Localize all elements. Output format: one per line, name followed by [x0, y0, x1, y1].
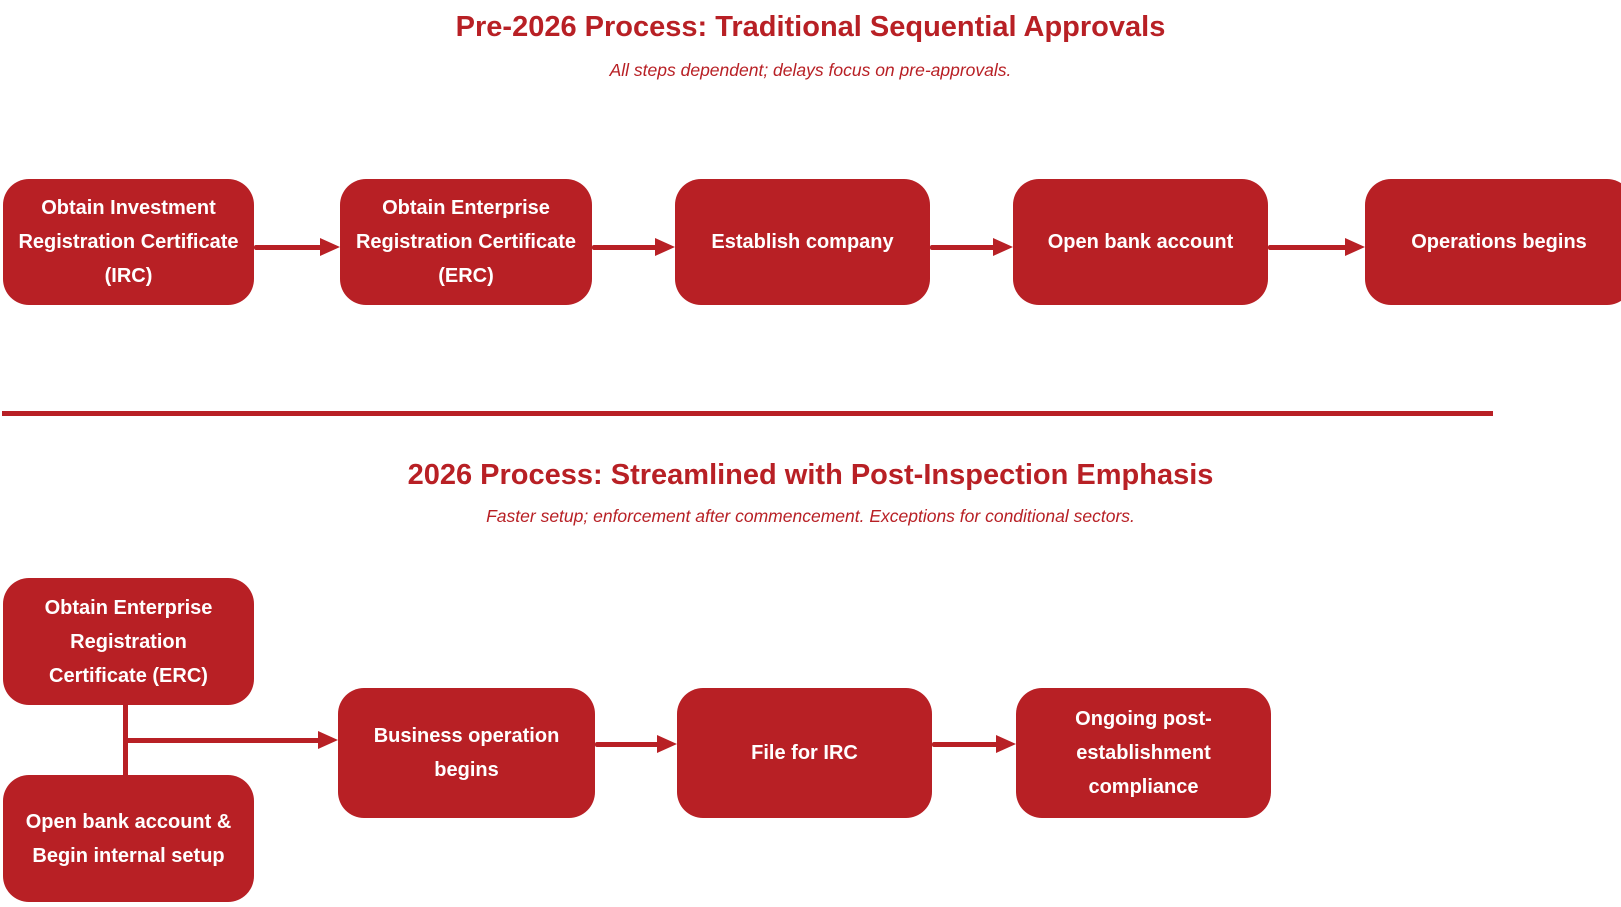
- arrow-line: [932, 741, 998, 747]
- node-ongoing-compliance: Ongoing post- establishment compliance: [1016, 688, 1271, 818]
- arrowhead-icon: [993, 238, 1013, 256]
- arrow-line: [595, 741, 659, 747]
- arrowhead-icon: [657, 735, 677, 753]
- arrowhead-icon: [318, 731, 338, 749]
- node-open-bank-account: Open bank account: [1013, 179, 1268, 305]
- node-business-operation-begins: Business operation begins: [338, 688, 595, 818]
- node-operations-begins: Operations begins: [1365, 179, 1621, 305]
- node-obtain-erc-2026: Obtain Enterprise Registration Certifica…: [3, 578, 254, 705]
- node-file-for-irc: File for IRC: [677, 688, 932, 818]
- pre2026-section-subtitle: All steps dependent; delays focus on pre…: [609, 60, 1012, 80]
- arrowhead-icon: [996, 735, 1016, 753]
- arrow-line: [930, 244, 995, 250]
- arrow-line: [592, 244, 657, 250]
- arrow-line: [254, 244, 322, 250]
- arrow-line: [123, 737, 320, 743]
- arrowhead-icon: [655, 238, 675, 256]
- arrow-line: [1268, 244, 1347, 250]
- node-open-bank-internal-setup: Open bank account & Begin internal setup: [3, 775, 254, 902]
- post2026-section-subtitle: Faster setup; enforcement after commence…: [486, 506, 1135, 526]
- node-obtain-irc: Obtain Investment Registration Certifica…: [3, 179, 254, 305]
- arrowhead-icon: [320, 238, 340, 256]
- arrowhead-icon: [1345, 238, 1365, 256]
- node-obtain-erc: Obtain Enterprise Registration Certifica…: [340, 179, 592, 305]
- post2026-section-title: 2026 Process: Streamlined with Post-Insp…: [407, 459, 1214, 491]
- node-establish-company: Establish company: [675, 179, 930, 305]
- pre2026-section-title: Pre-2026 Process: Traditional Sequential…: [455, 11, 1166, 43]
- section-divider: [2, 411, 1493, 416]
